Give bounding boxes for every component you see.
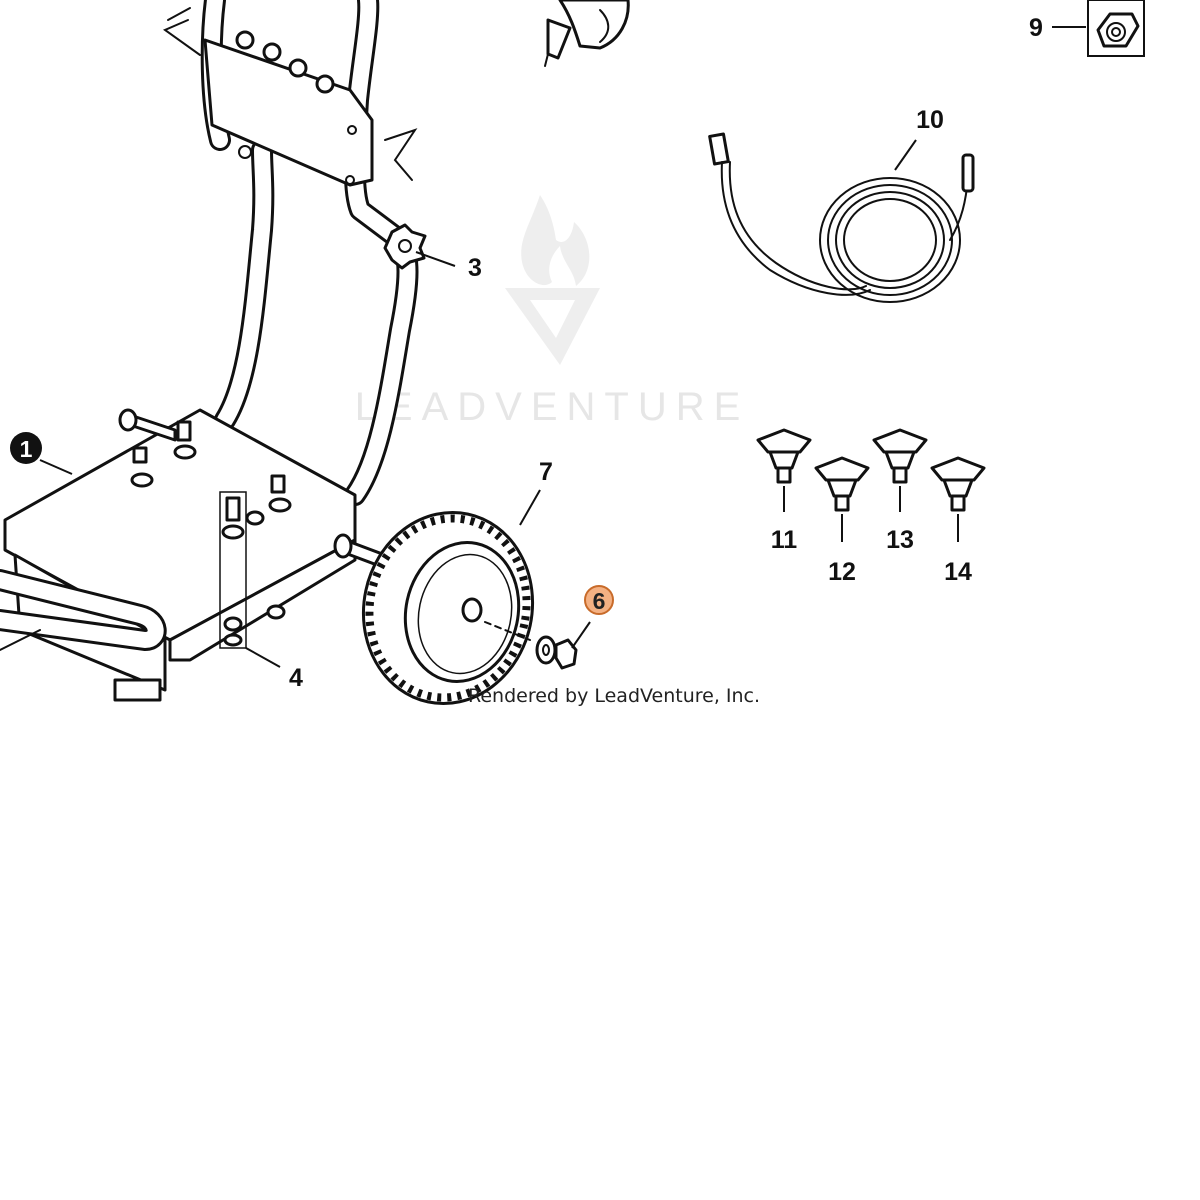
callout-9[interactable]: 9 (1029, 14, 1043, 42)
callout-10[interactable]: 10 (916, 106, 944, 134)
wheel-hub (461, 597, 483, 623)
callout-7[interactable]: 7 (539, 458, 553, 486)
watermark: LEADVENTURE (355, 195, 750, 429)
leader-lines (39, 26, 1086, 668)
nozzle-tips (756, 428, 986, 512)
spray-gun (544, 0, 630, 67)
callout-1[interactable]: 1 (10, 432, 42, 464)
base-tray (0, 408, 387, 702)
render-credit: Rendered by LeadVenture, Inc. (468, 685, 760, 707)
callout-14[interactable]: 14 (944, 558, 972, 586)
callout-4[interactable]: 4 (289, 664, 303, 692)
frame-knob (383, 223, 427, 270)
callout-1-badge (10, 432, 42, 464)
washer-and-nut (535, 635, 578, 670)
nozzle-12 (814, 456, 870, 512)
port-knobs (235, 30, 335, 94)
callout-13[interactable]: 13 (886, 526, 914, 554)
hardware-kit (219, 491, 247, 649)
hex-nut (554, 638, 578, 670)
control-panel (203, 30, 374, 187)
callouts: 1 3 4 6 7 9 10 11 12 13 14 (10, 14, 1043, 692)
nozzle-11 (756, 428, 812, 484)
nozzle-14 (930, 456, 986, 512)
callout-6[interactable]: 6 (584, 585, 614, 615)
callout-11[interactable]: 11 (771, 526, 798, 554)
tray-bolts (130, 420, 292, 620)
watermark-text: LEADVENTURE (355, 385, 750, 429)
callout-1-label: 1 (20, 436, 33, 462)
callout-6-label: 6 (593, 588, 606, 614)
nozzle-13 (872, 428, 928, 484)
watermark-v-icon (505, 288, 600, 365)
callout-12[interactable]: 12 (828, 558, 856, 586)
watermark-flame-icon (521, 195, 590, 286)
wheel (361, 510, 535, 706)
callout-6-highlight (584, 585, 614, 615)
callout-3[interactable]: 3 (468, 254, 482, 282)
hose (708, 132, 975, 303)
quick-connect (1087, 0, 1145, 57)
washer (535, 635, 557, 665)
